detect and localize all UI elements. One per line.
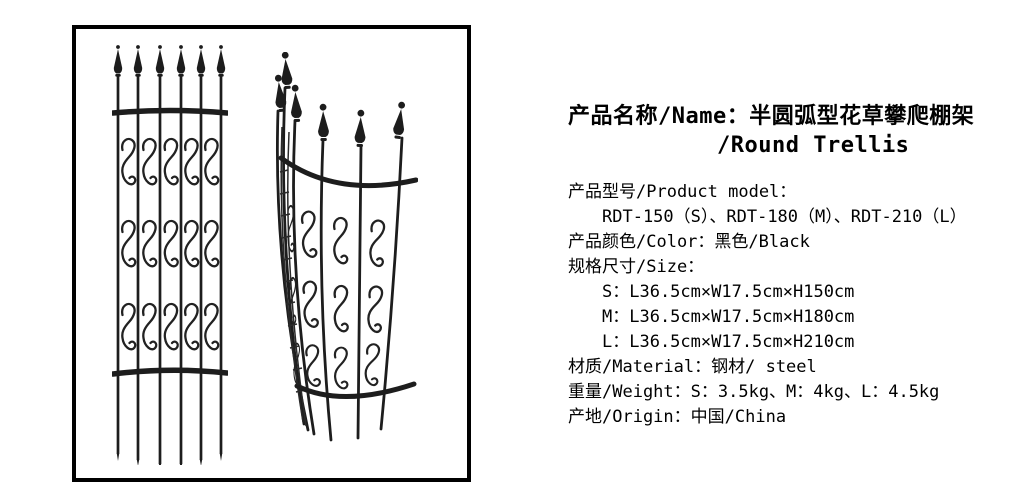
product-image-frame: [72, 25, 471, 482]
side-top-band: [278, 155, 418, 189]
spec-line-color: 产品颜色/Color：黑色/Black: [568, 232, 810, 252]
side-finials: [272, 52, 408, 148]
product-title-line1: 产品名称/Name：半圆弧型花草攀爬棚架: [568, 104, 975, 129]
spec-line-material: 材质/Material：钢材/ steel: [568, 357, 817, 377]
front-bottom-band: [112, 367, 228, 377]
front-scroll-rows: [121, 137, 220, 351]
spec-line-model-values: RDT-150（S）、RDT-180（M）、RDT-210（L）: [602, 207, 967, 227]
product-info-panel: 产品名称/Name：半圆弧型花草攀爬棚架 /Round Trellis 产品型号…: [568, 102, 1008, 430]
spec-line-weight: 重量/Weight：S：3.5kg、M：4kg、L：4.5kg: [568, 382, 940, 402]
product-title-line2: /Round Trellis: [717, 133, 910, 158]
spec-line-origin: 产地/Origin：中国/China: [568, 407, 787, 427]
side-bottom-band: [294, 381, 417, 399]
product-specs: 产品型号/Product model： RDT-150（S）、RDT-180（M…: [568, 180, 1008, 430]
spec-line-product-model: 产品型号/Product model：: [568, 182, 797, 202]
product-title: 产品名称/Name：半圆弧型花草攀爬棚架 /Round Trellis: [568, 102, 1008, 160]
front-top-band: [112, 107, 228, 116]
spec-line-size-label: 规格尺寸/Size：: [568, 257, 705, 277]
front-bars: [113, 45, 226, 465]
spec-line-size-l: L：L36.5cm×W17.5cm×H210cm: [602, 332, 855, 352]
spec-line-size-s: S：L36.5cm×W17.5cm×H150cm: [602, 282, 855, 302]
spec-line-size-m: M：L36.5cm×W17.5cm×H180cm: [602, 307, 855, 327]
trellis-side-view-image: [272, 52, 418, 442]
trellis-front-view-image: [112, 45, 228, 465]
